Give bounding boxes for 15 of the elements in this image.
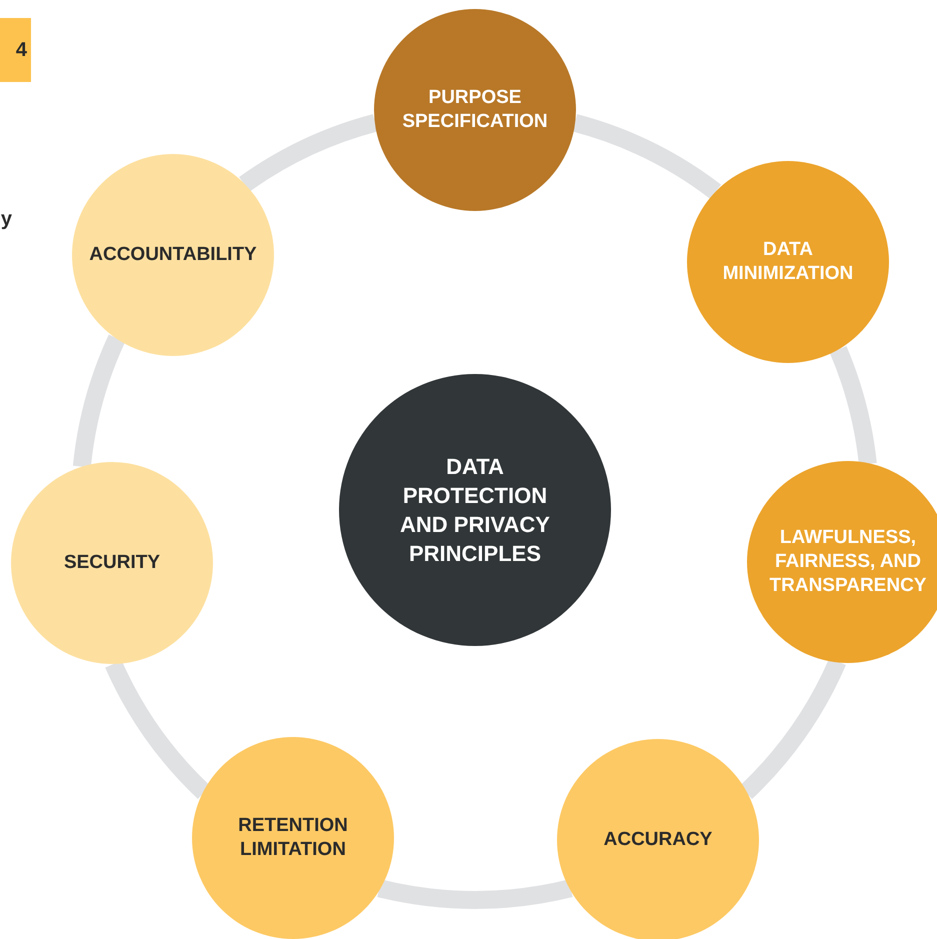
principle-label: DATA MINIMIZATION [722,238,854,286]
principle-label: SECURITY [64,551,160,575]
text-fragment: y [0,206,13,232]
section-number: 4 [0,18,31,82]
ring-connector [572,114,721,200]
principle-label: DATA PROTECTION AND PRIVACY PRINCIPLES [399,453,551,568]
ring-connector [830,346,877,466]
principle-label: RETENTION LIMITATION [237,814,349,862]
principle-label: ACCOUNTABILITY [89,243,257,267]
ring-connector [239,114,378,192]
ring-connector [72,334,126,468]
principle-label: LAWFULNESS, FAIRNESS, AND TRANSPARENCY [768,526,928,598]
ring-connector [378,879,572,909]
principle-label: ACCURACY [604,828,712,852]
principle-label: PURPOSE SPECIFICATION [401,86,549,134]
